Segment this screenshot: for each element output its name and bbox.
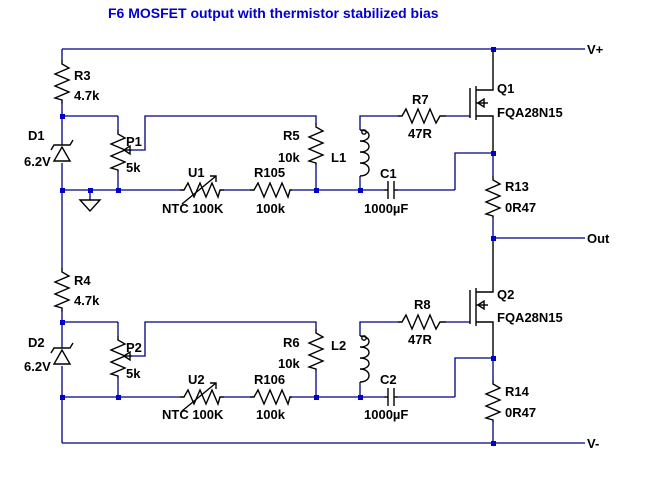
u1-value: NTC 100K: [162, 201, 224, 216]
r105-value: 100k: [256, 201, 286, 216]
ntc-u2: U2 NTC 100K: [162, 372, 224, 422]
capacitor-c2: C2 1000µF: [364, 372, 408, 422]
d2-value: 6.2V: [24, 359, 51, 374]
net-out: Out: [493, 231, 610, 246]
q1-ref: Q1: [497, 81, 514, 96]
c1-ref: C1: [380, 166, 397, 181]
u2-ref: U2: [188, 372, 205, 387]
potentiometer-p2: P2 5k: [108, 336, 142, 381]
ground-symbol: [78, 199, 102, 213]
zener-d2: D2 6.2V: [24, 335, 74, 374]
r105-ref: R105: [254, 165, 285, 180]
p2-ref: P2: [126, 340, 142, 355]
schematic-title: F6 MOSFET output with thermistor stabili…: [108, 5, 439, 21]
potentiometer-p1: P1 5k: [108, 130, 142, 175]
q2-value: FQA28N15: [497, 310, 563, 325]
mosfet-q2: Q2 FQA28N15: [469, 238, 563, 358]
rail-vminus: V-: [62, 436, 599, 451]
net-label-vminus: V-: [587, 436, 599, 451]
r13-ref: R13: [505, 179, 529, 194]
c2-value: 1000µF: [364, 407, 408, 422]
net-label-out: Out: [587, 231, 610, 246]
r8-value: 47R: [408, 332, 432, 347]
d1-ref: D1: [28, 128, 45, 143]
resistor-r7: R7 47R: [398, 92, 446, 141]
junction-dot: [116, 188, 121, 193]
resistor-r13: R13 0R47: [483, 153, 536, 238]
mosfet-q1: Q1 FQA28N15: [469, 49, 563, 153]
junction-dot: [60, 320, 65, 325]
resistor-r5: R5 10k: [278, 123, 325, 165]
resistor-r3: R3 4.7k: [52, 60, 100, 104]
upper-bias-wires: [62, 115, 493, 200]
r5-value: 10k: [278, 150, 300, 165]
resistor-r106: R106 100k: [250, 372, 292, 422]
u2-value: NTC 100K: [162, 407, 224, 422]
r14-ref: R14: [505, 384, 530, 399]
r7-ref: R7: [412, 92, 429, 107]
d2-ref: D2: [28, 335, 45, 350]
r3-ref: R3: [74, 68, 91, 83]
junction-dot: [358, 395, 363, 400]
junctions: [60, 47, 496, 446]
r106-ref: R106: [254, 372, 285, 387]
junction-dot: [60, 114, 65, 119]
p2-value: 5k: [126, 366, 141, 381]
junction-dot: [314, 188, 319, 193]
junction-dot: [491, 151, 496, 156]
junction-dot: [60, 395, 65, 400]
junction-dot: [116, 395, 121, 400]
l2-ref: L2: [331, 338, 346, 353]
r6-value: 10k: [278, 356, 300, 371]
resistor-r6: R6 10k: [278, 329, 325, 371]
ntc-u1: U1 NTC 100K: [162, 165, 224, 216]
rail-vplus: V+: [62, 42, 604, 57]
r4-ref: R4: [74, 273, 91, 288]
r13-value: 0R47: [505, 200, 536, 215]
zener-d1: D1 6.2V: [24, 128, 74, 169]
r14-value: 0R47: [505, 405, 536, 420]
resistor-r105: R105 100k: [250, 165, 292, 216]
junction-dot: [358, 188, 363, 193]
junction-dot: [491, 47, 496, 52]
inductor-l1: L1: [331, 129, 370, 177]
junction-dot: [491, 441, 496, 446]
junction-dot: [491, 236, 496, 241]
q1-value: FQA28N15: [497, 105, 563, 120]
resistor-r14: R14 0R47: [483, 358, 536, 443]
u1-ref: U1: [188, 165, 205, 180]
net-label-vplus: V+: [587, 42, 604, 57]
junction-dot: [491, 356, 496, 361]
junction-dot: [314, 395, 319, 400]
c2-ref: C2: [380, 372, 397, 387]
junction-dot: [88, 188, 93, 193]
p1-value: 5k: [126, 160, 141, 175]
r7-value: 47R: [408, 126, 432, 141]
r4-value: 4.7k: [74, 293, 100, 308]
junction-dot: [60, 188, 65, 193]
l1-ref: L1: [331, 150, 346, 165]
r6-ref: R6: [283, 335, 300, 350]
resistor-r8: R8 47R: [398, 297, 446, 347]
capacitor-c1: C1 1000µF: [364, 166, 408, 216]
r3-value: 4.7k: [74, 88, 100, 103]
p1-ref: P1: [126, 134, 142, 149]
r5-ref: R5: [283, 128, 300, 143]
q2-ref: Q2: [497, 287, 514, 302]
r106-value: 100k: [256, 407, 286, 422]
lower-bias-wires: [62, 321, 493, 398]
inductor-l2: L2: [331, 335, 370, 383]
c1-value: 1000µF: [364, 201, 408, 216]
d1-value: 6.2V: [24, 154, 51, 169]
resistor-r4: R4 4.7k: [52, 268, 100, 312]
r8-ref: R8: [414, 297, 431, 312]
